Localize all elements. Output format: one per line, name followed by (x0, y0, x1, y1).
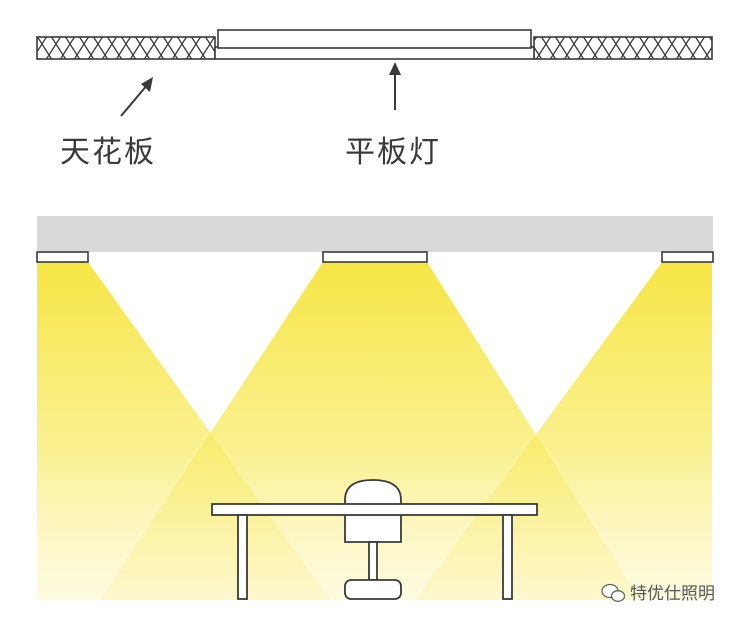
ceiling-board-right (533, 36, 713, 60)
desk-leg-right (502, 514, 513, 600)
panel-light-right (661, 251, 714, 263)
chair (344, 479, 402, 600)
ceiling-cross-section (36, 29, 713, 60)
ceiling-board-left (36, 36, 216, 60)
desk-top (211, 503, 538, 516)
panel-light-pointer-arrow (389, 62, 401, 110)
desk-leg-left (237, 514, 248, 600)
panel-light-label: 平板灯 (345, 135, 441, 170)
chair-base (344, 579, 402, 600)
chair-post (368, 541, 378, 581)
panel-light-body (217, 29, 532, 49)
panel-light-left (36, 251, 89, 263)
watermark-text: 特优仕照明 (630, 584, 715, 604)
ceiling-pointer-arrow (120, 77, 153, 117)
wechat-icon (601, 583, 626, 602)
panel-light-center (322, 251, 428, 263)
ceiling-slab (37, 216, 713, 252)
watermark: 特优仕照明 (601, 583, 715, 604)
ceiling-label: 天花板 (60, 135, 156, 170)
desk (211, 503, 538, 600)
